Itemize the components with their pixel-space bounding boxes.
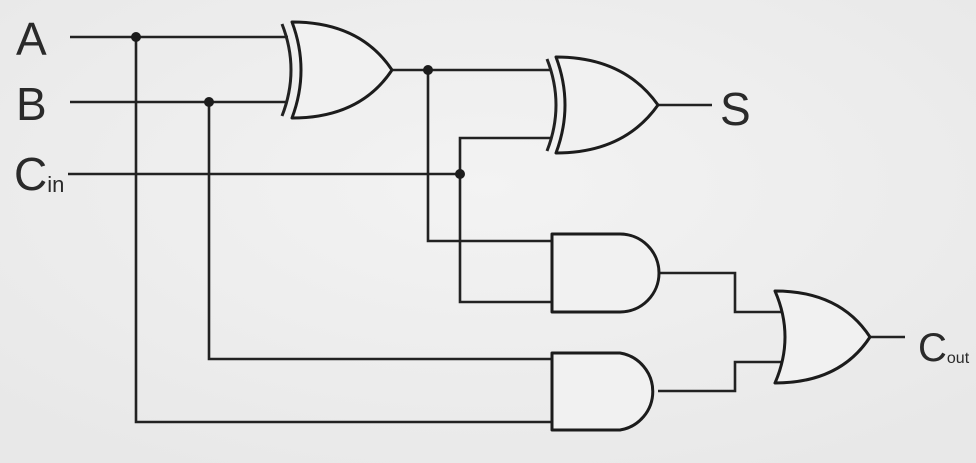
wires [68, 35, 905, 424]
junction-dot [204, 97, 214, 107]
or-gate [773, 289, 872, 385]
junction-dot [455, 169, 465, 179]
label-a: A [16, 13, 47, 65]
wire-and1-out [658, 271, 782, 314]
xor-gate-1 [280, 20, 394, 120]
junction-dot [131, 32, 141, 42]
wire-and2-out [658, 360, 782, 393]
wire-a-to-and2 [134, 37, 552, 424]
and-gate-1 [550, 232, 661, 314]
junction-dot [423, 65, 433, 75]
label-b: B [16, 78, 47, 130]
and-gate-2 [550, 351, 655, 432]
wire-b-to-and2 [207, 102, 552, 361]
junctions [131, 32, 465, 179]
label-cout: Cout [918, 326, 970, 370]
wire-xor1-to-and1 [426, 70, 552, 243]
label-s: S [720, 83, 751, 135]
wire-cin-to-xor2-and1 [458, 136, 552, 304]
xor-gate-2 [545, 55, 660, 155]
label-cin: Cin [14, 148, 64, 200]
